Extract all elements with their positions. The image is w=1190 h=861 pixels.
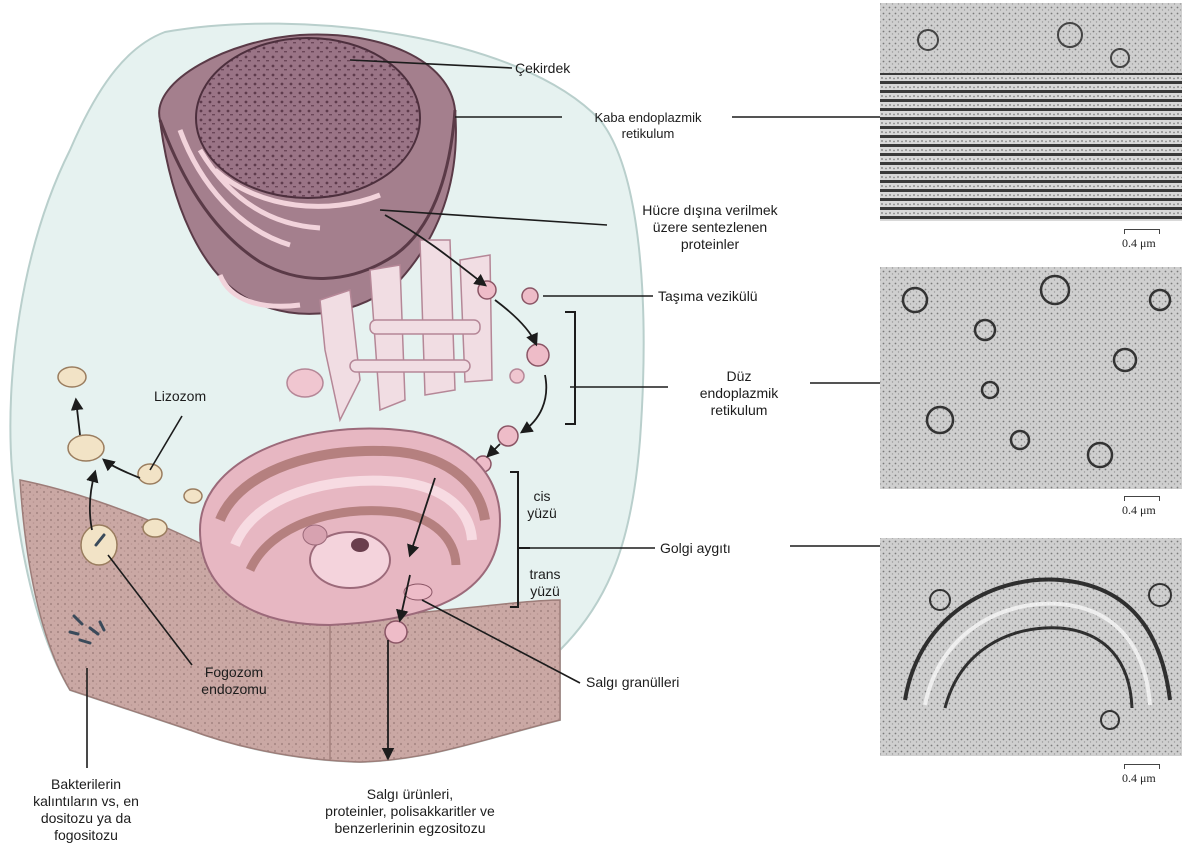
- rough-er-label-line-2: retikulum: [566, 126, 730, 142]
- bacteria-line-2: kalıntıların vs, en: [22, 793, 150, 810]
- bacteria-line-1: Bakterilerin: [22, 776, 150, 793]
- bacteria-line-4: fogositozu: [22, 827, 150, 844]
- secretion-products-line-1: Salgı ürünleri,: [300, 786, 520, 803]
- rough-er-micrograph: [880, 3, 1182, 221]
- phagosome-label: Fogozom endozomu: [186, 664, 282, 698]
- rough-er-scale-text: 0.4 μm: [1122, 236, 1156, 251]
- secreted-proteins-line-3: proteinler: [612, 236, 808, 253]
- rough-er-label: Kaba endoplazmik retikulum: [566, 110, 730, 142]
- smooth-er-line-1: Düz: [672, 368, 806, 385]
- golgi-micrograph: [880, 538, 1182, 756]
- trans-face-line-2: yüzü: [520, 583, 570, 600]
- bacteria-line-3: dositozu ya da: [22, 810, 150, 827]
- phagosome-line-1: Fogozom: [186, 664, 282, 681]
- trans-face-line-1: trans: [520, 566, 570, 583]
- secreted-proteins-line-2: üzere sentezlenen: [612, 219, 808, 236]
- smooth-er-label: Düz endoplazmik retikulum: [672, 368, 806, 419]
- nucleus-label: Çekirdek: [515, 60, 570, 77]
- smooth-er-micrograph: [880, 267, 1182, 489]
- secretion-products-label: Salgı ürünleri, proteinler, polisakkarit…: [300, 786, 520, 837]
- secreted-proteins-line-1: Hücre dışına verilmek: [612, 202, 808, 219]
- golgi-label: Golgi aygıtı: [660, 540, 731, 557]
- cis-face-label: cis yüzü: [524, 488, 560, 522]
- smooth-er-line-2: endoplazmik: [672, 385, 806, 402]
- secretion-products-line-3: benzerlerinin egzositozu: [300, 820, 520, 837]
- smooth-er-line-3: retikulum: [672, 402, 806, 419]
- secretion-products-line-2: proteinler, polisakkaritler ve: [300, 803, 520, 820]
- transport-vesicle-label: Taşıma vezikülü: [658, 288, 758, 305]
- secretory-granules-label: Salgı granülleri: [586, 674, 679, 691]
- smooth-er-scale-text: 0.4 μm: [1122, 503, 1156, 518]
- secreted-proteins-label: Hücre dışına verilmek üzere sentezlenen …: [612, 202, 808, 253]
- lysosome-label: Lizozom: [154, 388, 206, 405]
- golgi-scale-text: 0.4 μm: [1122, 771, 1156, 786]
- bacteria-label: Bakterilerin kalıntıların vs, en dositoz…: [22, 776, 150, 844]
- cis-face-line-1: cis: [524, 488, 560, 505]
- trans-face-label: trans yüzü: [520, 566, 570, 600]
- rough-er-label-line-1: Kaba endoplazmik: [566, 110, 730, 126]
- phagosome-line-2: endozomu: [186, 681, 282, 698]
- cis-face-line-2: yüzü: [524, 505, 560, 522]
